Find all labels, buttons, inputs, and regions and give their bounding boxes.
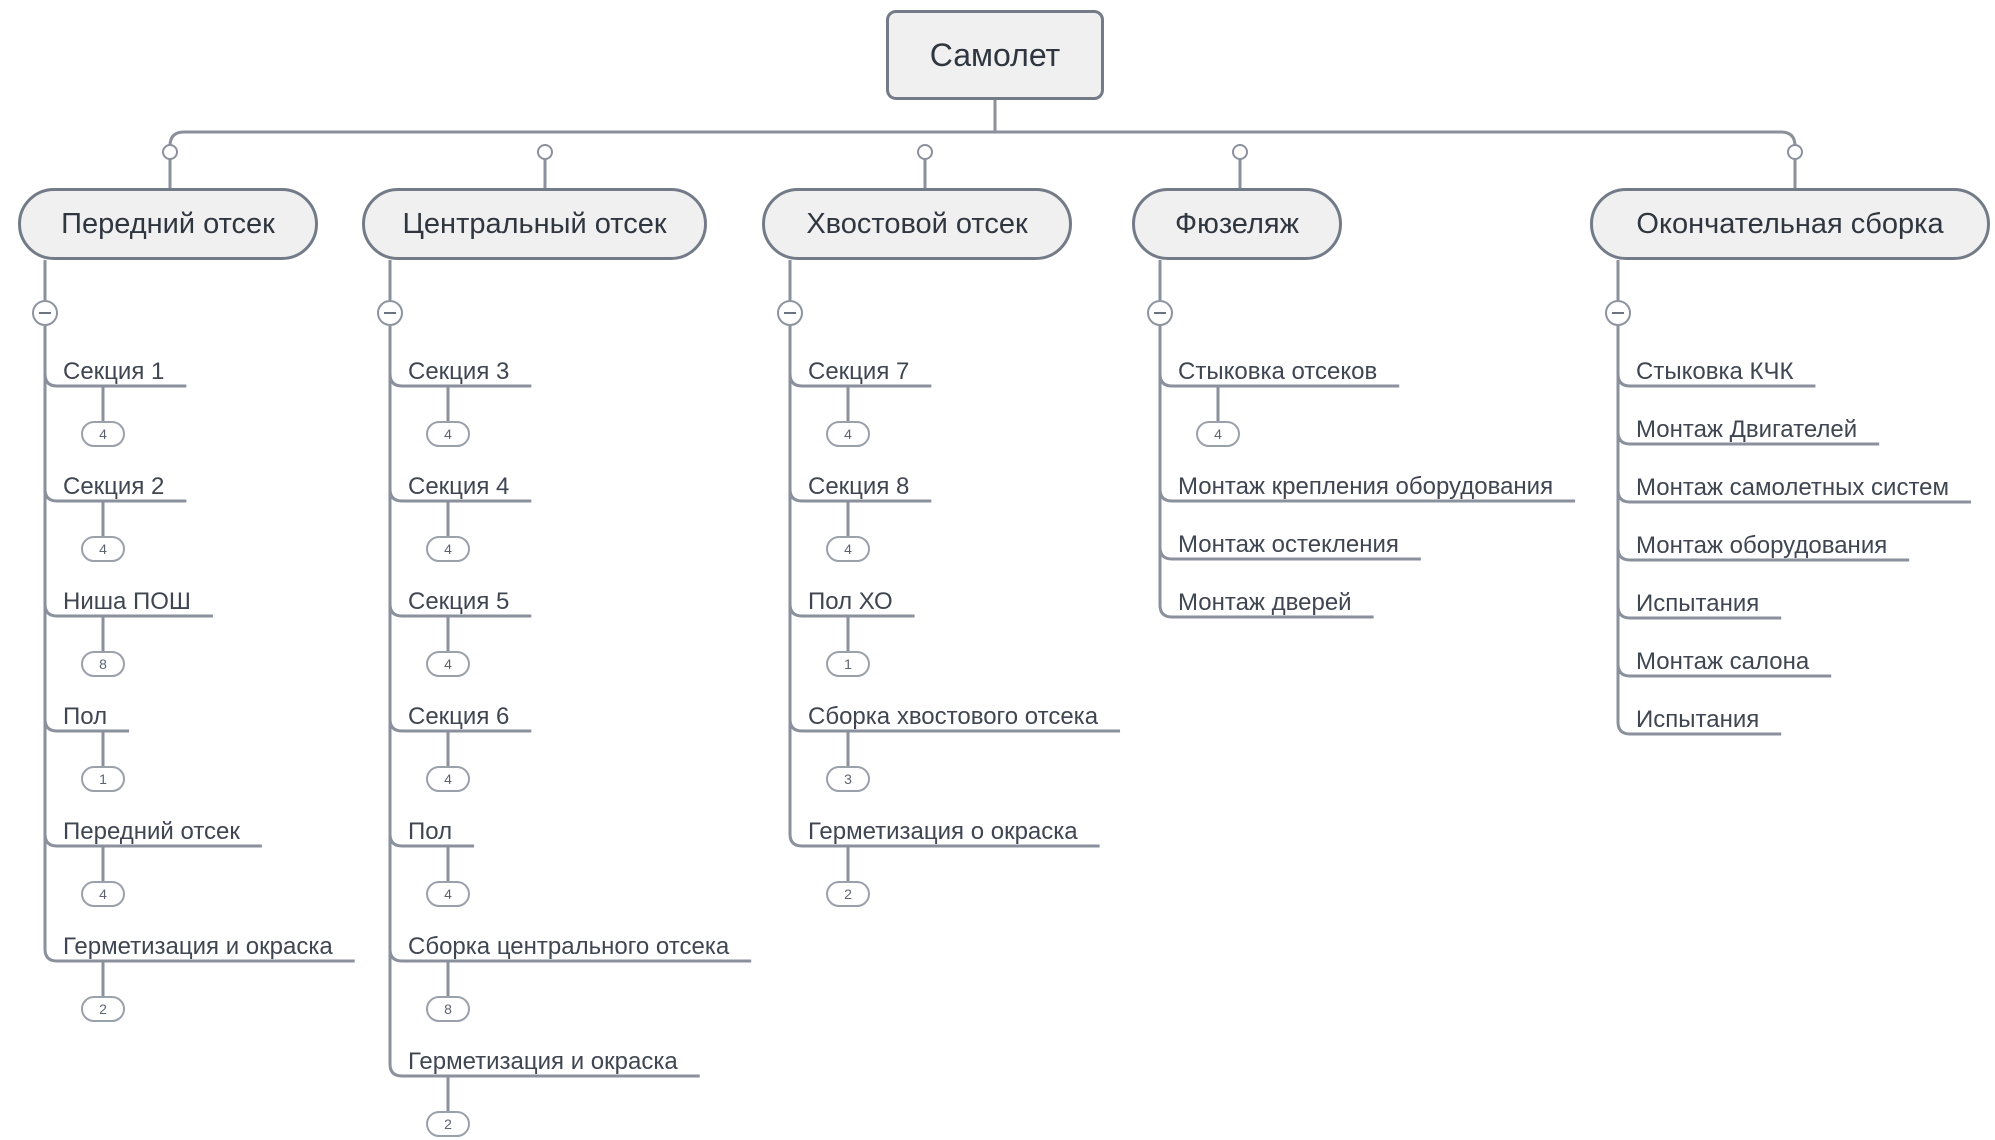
task-item[interactable]: Монтаж самолетных систем [1636, 474, 1950, 501]
task-item[interactable]: Герметизация о окраска [808, 818, 1078, 845]
quantity-badge: 4 [826, 421, 870, 447]
branch-node[interactable]: Фюзеляж [1132, 188, 1342, 260]
task-item[interactable]: Пол [63, 703, 108, 730]
minus-circle-icon[interactable] [1147, 300, 1173, 326]
task-item[interactable]: Секция 1 [63, 358, 165, 385]
quantity-badge: 4 [1196, 421, 1240, 447]
quantity-badge: 4 [426, 881, 470, 907]
minus-circle-icon[interactable] [377, 300, 403, 326]
branch-node-label: Фюзеляж [1175, 207, 1299, 240]
minus-circle-icon[interactable] [1605, 300, 1631, 326]
quantity-badge: 4 [426, 421, 470, 447]
minus-circle-icon[interactable] [32, 300, 58, 326]
branch-node[interactable]: Центральный отсек [362, 188, 707, 260]
task-item[interactable]: Монтаж крепления оборудования [1178, 473, 1554, 500]
minus-glyph [784, 312, 796, 314]
task-item[interactable]: Секция 7 [808, 358, 910, 385]
quantity-badge: 4 [81, 421, 125, 447]
task-item[interactable]: Монтаж Двигателей [1636, 416, 1858, 443]
task-item[interactable]: Ниша ПОШ [63, 588, 191, 615]
task-item[interactable]: Секция 2 [63, 473, 165, 500]
task-item[interactable]: Секция 8 [808, 473, 910, 500]
task-item[interactable]: Испытания [1636, 590, 1760, 617]
task-item[interactable]: Секция 3 [408, 358, 510, 385]
quantity-badge: 1 [81, 766, 125, 792]
minus-glyph [1154, 312, 1166, 314]
root-node-samolet[interactable]: Самолет [886, 10, 1104, 100]
quantity-badge: 3 [826, 766, 870, 792]
task-item[interactable]: Герметизация и окраска [408, 1048, 678, 1075]
quantity-badge: 8 [81, 651, 125, 677]
task-item[interactable]: Секция 5 [408, 588, 510, 615]
task-item[interactable]: Монтаж дверей [1178, 589, 1352, 616]
minus-glyph [39, 312, 51, 314]
branch-node[interactable]: Хвостовой отсек [762, 188, 1072, 260]
minus-glyph [1612, 312, 1624, 314]
task-item[interactable]: Пол ХО [808, 588, 893, 615]
task-item[interactable]: Монтаж остекления [1178, 531, 1399, 558]
minus-circle-icon[interactable] [777, 300, 803, 326]
branch-node-label: Передний отсек [61, 207, 275, 240]
quantity-badge: 4 [81, 881, 125, 907]
task-item[interactable]: Монтаж оборудования [1636, 532, 1888, 559]
branch-node-label: Хвостовой отсек [806, 207, 1028, 240]
quantity-badge: 4 [826, 536, 870, 562]
task-item[interactable]: Стыковка КЧК [1636, 358, 1794, 385]
task-item[interactable]: Передний отсек [63, 818, 240, 845]
branch-node-label: Центральный отсек [402, 207, 667, 240]
branch-node[interactable]: Окончательная сборка [1590, 188, 1990, 260]
quantity-badge: 2 [426, 1111, 470, 1137]
task-item[interactable]: Стыковка отсеков [1178, 358, 1378, 385]
root-node-label: Самолет [929, 36, 1061, 73]
quantity-badge: 4 [81, 536, 125, 562]
quantity-badge: 4 [426, 651, 470, 677]
task-item[interactable]: Секция 6 [408, 703, 510, 730]
branch-node[interactable]: Передний отсек [18, 188, 318, 260]
quantity-badge: 2 [81, 996, 125, 1022]
quantity-badge: 8 [426, 996, 470, 1022]
quantity-badge: 4 [426, 766, 470, 792]
task-item[interactable]: Испытания [1636, 706, 1760, 733]
minus-glyph [384, 312, 396, 314]
task-item[interactable]: Пол [408, 818, 453, 845]
task-item[interactable]: Герметизация и окраска [63, 933, 333, 960]
task-item[interactable]: Монтаж салона [1636, 648, 1810, 675]
task-item[interactable]: Секция 4 [408, 473, 510, 500]
branch-node-label: Окончательная сборка [1636, 207, 1944, 240]
task-item[interactable]: Сборка хвостового отсека [808, 703, 1099, 730]
quantity-badge: 2 [826, 881, 870, 907]
quantity-badge: 1 [826, 651, 870, 677]
quantity-badge: 4 [426, 536, 470, 562]
task-item[interactable]: Сборка центрального отсека [408, 933, 730, 960]
